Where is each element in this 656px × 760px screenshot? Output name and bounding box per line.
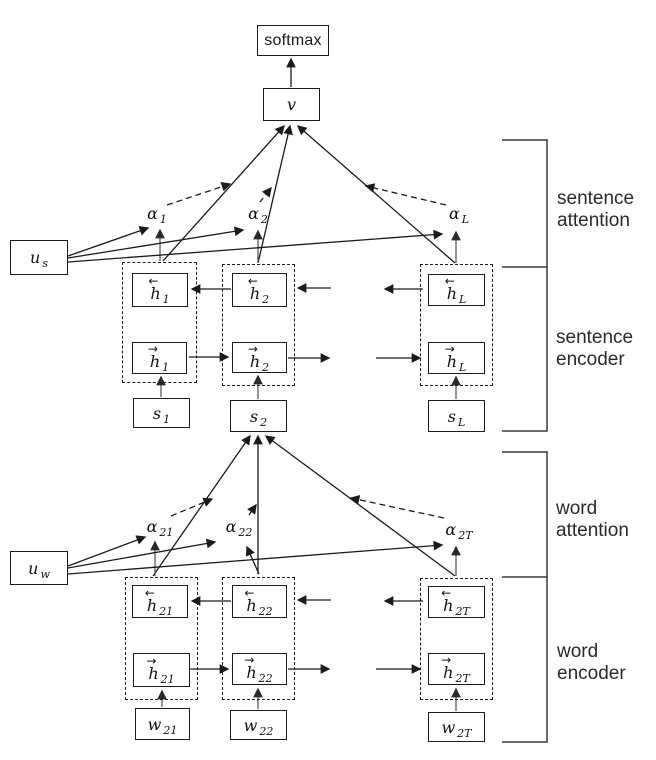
right-arrow-glyph: → xyxy=(146,654,157,668)
wires-word-encoder xyxy=(157,595,461,711)
right-arrow-glyph: → xyxy=(441,653,452,667)
softmax-box: softmax xyxy=(257,25,329,56)
section-brackets xyxy=(502,139,548,743)
document-vector-v-box: v xyxy=(263,88,320,121)
v-label: v xyxy=(286,95,297,114)
wires-sentence-attention xyxy=(67,124,461,264)
sentence-bigru-cell-L xyxy=(420,264,493,386)
bracket-label-sentence-encoder: sentence encoder xyxy=(556,327,634,370)
wires-sentence-encoder xyxy=(156,283,461,399)
left-arrow-glyph: ← xyxy=(144,585,155,600)
left-arrow-glyph: ← xyxy=(244,585,255,600)
wires-word-attention xyxy=(67,434,461,577)
left-arrow-glyph: ← xyxy=(444,274,455,288)
left-arrow-glyph: ← xyxy=(441,586,452,600)
word-bigru-cell-22 xyxy=(222,577,295,700)
sentence-bigru-cell-1 xyxy=(122,262,197,383)
bracket-label-word-encoder: word encoder xyxy=(557,641,626,684)
softmax-label: softmax xyxy=(264,31,322,49)
bracket-label-word-attention: word attention xyxy=(556,498,629,541)
right-arrow-glyph: → xyxy=(147,342,158,356)
right-arrow-glyph: → xyxy=(444,342,455,356)
left-arrow-glyph: ← xyxy=(247,274,258,288)
word-bigru-cell-21 xyxy=(125,577,198,700)
bracket-label-sentence-attention: sentence attention xyxy=(557,188,635,231)
left-arrow-glyph: ← xyxy=(148,274,159,288)
word-bigru-cell-2T xyxy=(420,578,493,700)
right-arrow-glyph: → xyxy=(244,653,255,667)
sentence-bigru-cell-2 xyxy=(222,264,295,386)
right-arrow-glyph: → xyxy=(247,341,258,356)
